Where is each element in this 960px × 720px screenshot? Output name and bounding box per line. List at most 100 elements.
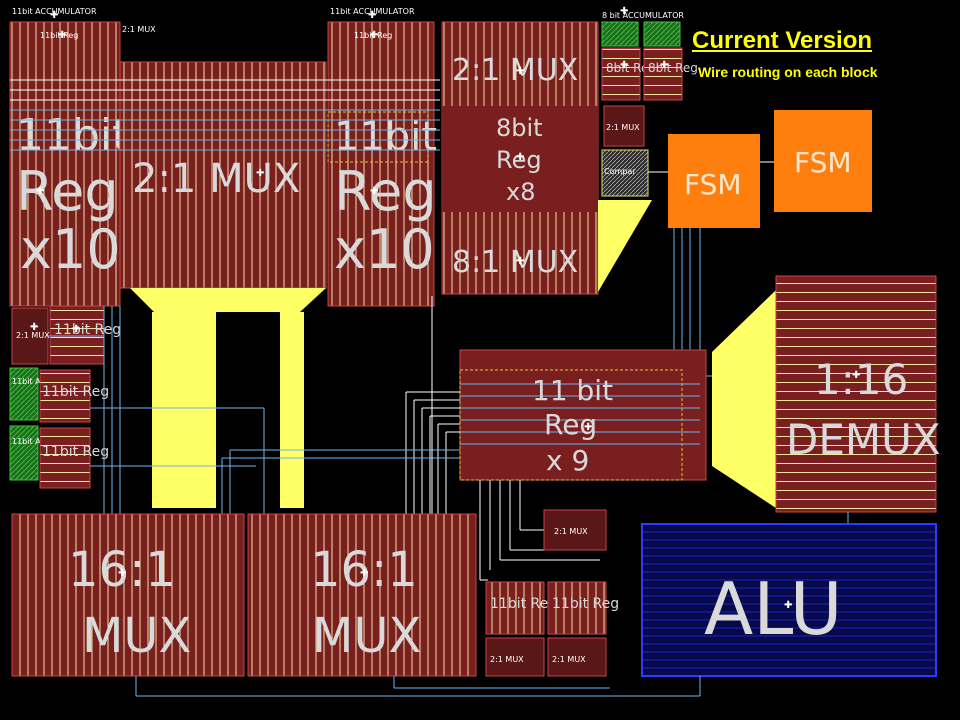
acc-label-left: 11bit ACCUMULATOR — [12, 7, 97, 16]
mux-bot-a-block — [485, 637, 545, 677]
svg-text:✚: ✚ — [516, 256, 524, 267]
svg-text:✚: ✚ — [620, 60, 628, 71]
mux-bot-b-label: 2:1 MUX — [552, 655, 586, 664]
reg8-small-a-block — [601, 47, 641, 101]
acc-small-2-label: 11bit Accum — [12, 437, 62, 446]
reg-big-left-line1: 11bit — [16, 110, 129, 161]
page-title: Current Version — [692, 27, 873, 54]
top-wire-bundle — [10, 79, 440, 151]
svg-text:✚: ✚ — [516, 152, 524, 163]
svg-text:✚: ✚ — [584, 422, 592, 433]
reg-small-1-block — [39, 369, 91, 423]
svg-text:✚: ✚ — [30, 322, 38, 333]
mux16-a-label-1: 16:1 — [68, 542, 176, 598]
reg8-small-b-block — [643, 47, 683, 101]
mux16-b-label-1: 16:1 — [310, 542, 418, 598]
mux16-a-block — [11, 513, 245, 677]
reg8-center — [442, 106, 598, 212]
mux-small-right-block — [603, 105, 645, 147]
acc-small-1-label: 11bit Accum — [12, 377, 62, 386]
reg-small-left-block — [49, 305, 105, 365]
mux-tag-small: 2:1 MUX — [122, 25, 156, 34]
routing-wires — [48, 296, 849, 581]
demux-label-1: 1:16 — [814, 355, 908, 404]
reg-bot-a-block — [485, 581, 545, 635]
origin-markers: ✚ ✚ ✚ ✚ ✚ ✚ ✚ ✚ ✚ ✚ ✚ ✚ ✚ ✚ ✚ ✚ ✚ ✚ ✚ ✚ — [30, 6, 860, 611]
reg-small-2-label: 11bit Reg — [42, 444, 109, 460]
mux-21-left-block — [11, 307, 49, 365]
reg9-block — [459, 349, 707, 481]
page-subtitle: Wire routing on each block — [698, 64, 878, 80]
svg-text:✚: ✚ — [50, 10, 58, 21]
acc-label-right: 8 bit ACCUMULATOR — [602, 11, 684, 20]
reg-small-1-label: 11bit Reg — [42, 384, 109, 400]
reg-big-left-line2: Reg — [16, 160, 119, 223]
reg-bot-b-label: 11bit Reg — [552, 596, 619, 612]
acc-label-mid: 11bit ACCUMULATOR — [330, 7, 415, 16]
svg-text:✚: ✚ — [256, 168, 264, 179]
svg-text:✚: ✚ — [370, 186, 378, 197]
mux-8to1-label: 8:1 MUX — [452, 245, 578, 280]
svg-text:✚: ✚ — [58, 30, 66, 41]
reg-tag-left: 11bit Reg — [40, 31, 78, 40]
reg-mid-selection — [327, 111, 429, 163]
reg8-label-2: Reg — [496, 146, 542, 174]
title-block: Current Version Wire routing on each blo… — [692, 24, 942, 80]
svg-text:✚: ✚ — [852, 370, 860, 381]
alu-block — [641, 523, 937, 677]
acc8-b — [643, 21, 681, 47]
yellow-funnel — [130, 288, 326, 312]
demux-wedge — [712, 290, 776, 508]
demux-label-2: DEMUX — [786, 415, 941, 464]
svg-text:✚: ✚ — [72, 324, 80, 335]
svg-text:✚: ✚ — [784, 600, 792, 611]
reg-block-left — [9, 21, 121, 307]
svg-text:✚: ✚ — [516, 66, 524, 77]
mux16-a-label-2: MUX — [82, 608, 191, 664]
fsm-block-2 — [774, 110, 872, 212]
acc-small-1-block — [9, 367, 39, 421]
acc-small-2-block — [9, 425, 39, 481]
reg8-small-a-label: 8bit Reg — [606, 61, 656, 75]
yellow-pillar-left — [152, 312, 216, 508]
svg-text:✚: ✚ — [660, 60, 668, 71]
yellow-pillar-right — [280, 312, 304, 508]
reg-big-left-line3: x10 — [20, 218, 121, 281]
fsm-block-1 — [668, 134, 760, 228]
comparator-block — [601, 149, 649, 197]
alu-label: ALU — [704, 567, 842, 651]
svg-text:✚: ✚ — [118, 568, 126, 579]
fsm-label-2: FSM — [794, 146, 852, 179]
mux-bot-small-label: 2:1 MUX — [554, 527, 588, 536]
reg9-label-3: x 9 — [546, 444, 589, 477]
reg-bot-a-label: 11bit Reg — [490, 596, 557, 612]
reg8-label-1: 8bit — [496, 114, 543, 142]
reg8-small-b-label: 8bit Reg — [648, 61, 698, 75]
yellow-wedge — [598, 200, 652, 292]
mux-center-label: 2:1 MUX — [132, 156, 300, 202]
demux-block — [775, 275, 937, 513]
acc8-a — [601, 21, 639, 47]
reg-big-mid-line1: 11bit — [334, 114, 437, 160]
svg-text:✚: ✚ — [360, 568, 368, 579]
comparator-label: Compar — [604, 167, 636, 176]
bottom-bus — [135, 676, 701, 697]
reg-big-mid-line2: Reg — [334, 160, 437, 223]
svg-text:✚: ✚ — [620, 6, 628, 17]
mux16-b-block — [247, 513, 477, 677]
reg8-label-3: x8 — [506, 178, 535, 206]
reg9-label-1: 11 bit — [532, 374, 613, 407]
reg-bot-b-block — [547, 581, 607, 635]
mux16-b-label-2: MUX — [312, 608, 421, 664]
mux-21-left-label: 2:1 MUX — [16, 331, 50, 340]
reg-big-mid-line3: x10 — [334, 218, 435, 281]
svg-text:✚: ✚ — [370, 30, 378, 41]
mux-bot-a-label: 2:1 MUX — [490, 655, 524, 664]
mux-bot-b-block — [547, 637, 607, 677]
svg-text:✚: ✚ — [368, 10, 376, 21]
reg9-wires — [460, 383, 700, 445]
fsm-label-1: FSM — [684, 168, 742, 201]
reg9-label-2: Reg — [544, 408, 597, 441]
mux-small-right-label: 2:1 MUX — [606, 123, 640, 132]
